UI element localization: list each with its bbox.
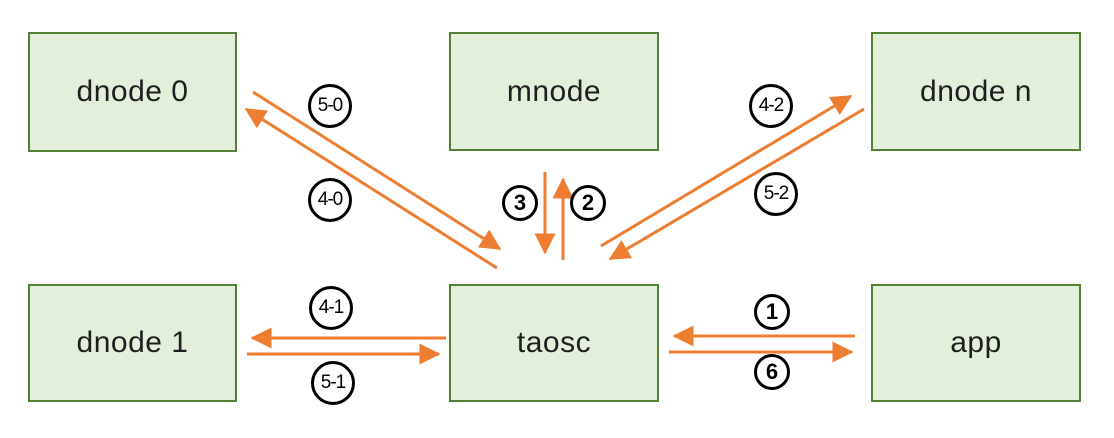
node-app: app — [871, 284, 1081, 402]
edge-label-6: 6 — [754, 354, 790, 390]
arrow-5-0-dnode0-to-taosc — [252, 90, 502, 251]
node-taosc-label: taosc — [516, 326, 592, 359]
node-mnode: mnode — [449, 32, 659, 151]
edge-label-5-1: 5-1 — [311, 361, 355, 405]
edge-label-1: 1 — [754, 294, 790, 330]
node-mnode-label: mnode — [506, 74, 602, 108]
arrow-4-2-taosc-to-dnoden — [600, 94, 853, 248]
node-dnode0-label: dnode 0 — [76, 75, 189, 108]
edge-label-5-0: 5-0 — [308, 84, 352, 128]
node-taosc: taosc — [449, 284, 659, 402]
node-dnoden: dnode n — [871, 32, 1081, 151]
edge-label-5-2: 5-2 — [754, 172, 798, 216]
node-app-label: app — [950, 326, 1002, 359]
node-dnode1: dnode 1 — [28, 284, 237, 402]
edge-label-4-0: 4-0 — [308, 178, 352, 222]
edge-label-3: 3 — [502, 185, 538, 221]
node-dnoden-label: dnode n — [920, 74, 1032, 108]
edge-label-2: 2 — [570, 185, 606, 221]
node-dnode1-label: dnode 1 — [76, 326, 189, 359]
edge-label-4-2: 4-2 — [749, 84, 793, 128]
node-dnode0: dnode 0 — [28, 32, 237, 152]
edge-label-4-1: 4-1 — [309, 286, 353, 330]
arrow-4-0-taosc-to-dnode0 — [244, 107, 498, 270]
arrow-5-2-dnoden-to-taosc — [608, 107, 865, 261]
